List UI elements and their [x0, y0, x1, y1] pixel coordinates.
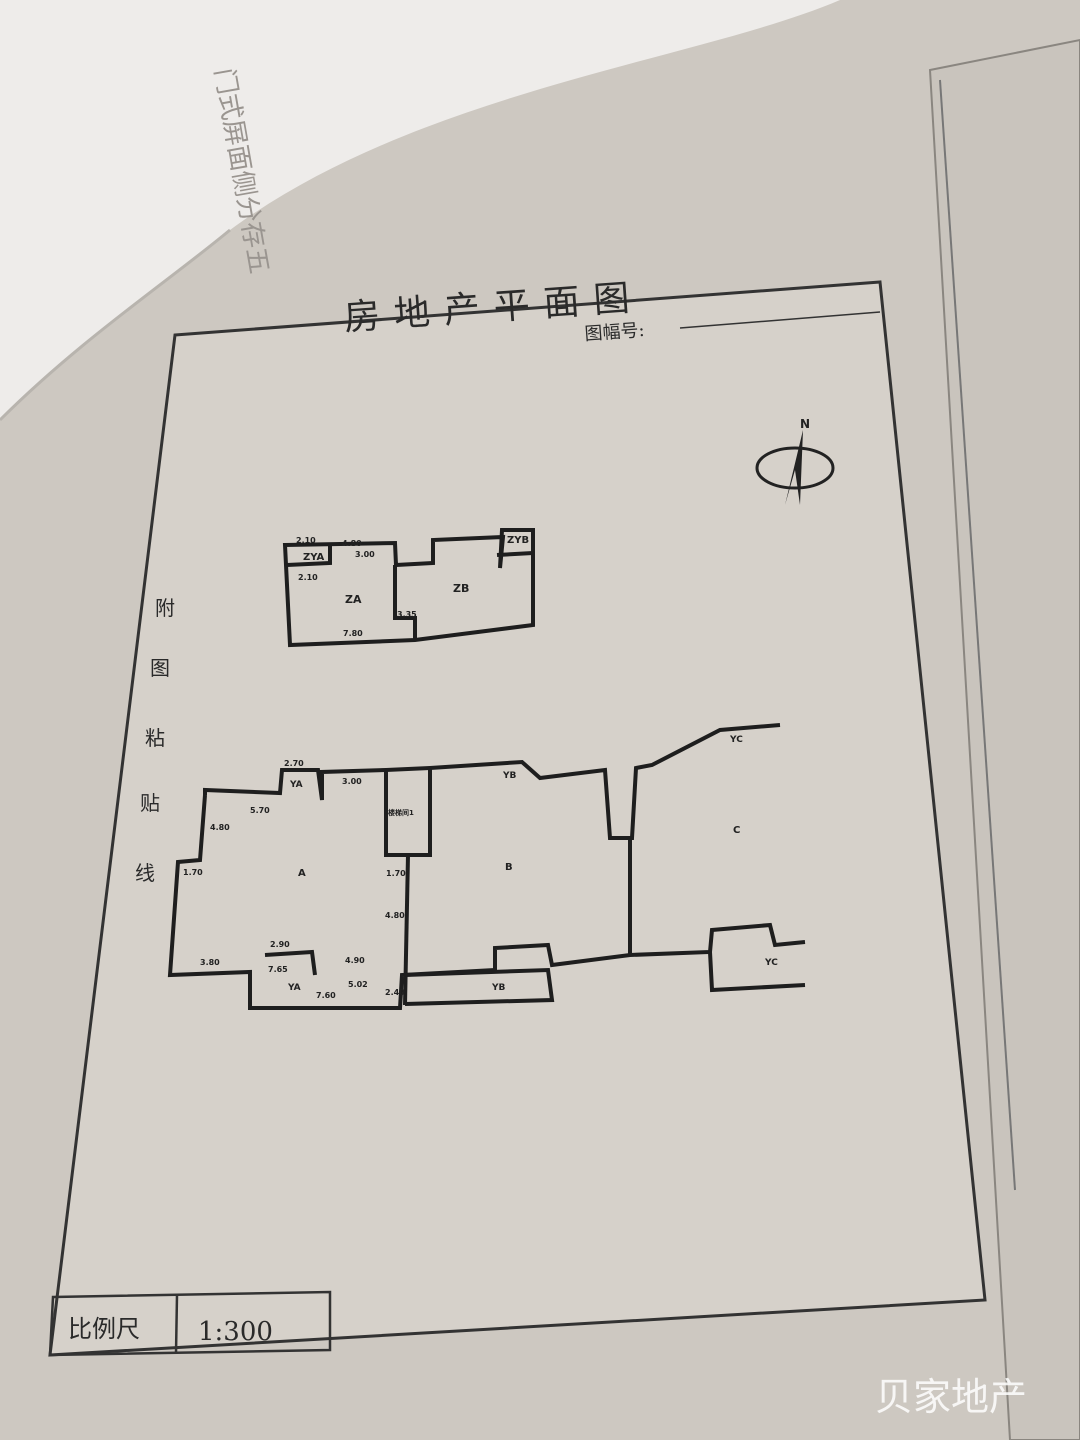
room-label: C	[733, 825, 740, 836]
dimension: 2.70	[284, 759, 304, 768]
room-label: YB	[491, 983, 506, 993]
dimension: 1.70	[183, 868, 203, 877]
room-label: YA	[287, 983, 301, 993]
dimension: 3.00	[342, 777, 362, 786]
svg-text:贴: 贴	[140, 791, 160, 815]
dimension: 2.90	[270, 940, 290, 949]
dimension: 7.80	[343, 629, 363, 638]
sheet-number-line	[679, 311, 881, 329]
room-label: YC	[729, 735, 743, 745]
dimension: 4.90	[345, 956, 365, 965]
room-label: A	[298, 868, 306, 879]
dimension: 3.80	[200, 958, 220, 967]
svg-text:N: N	[800, 417, 810, 431]
dimension: 4.80	[342, 539, 362, 548]
dimension: 3.00	[355, 550, 375, 559]
dimension: 2.10	[296, 536, 316, 545]
north-arrow-icon: N	[755, 417, 835, 505]
paste-line-note: 附 图 粘 贴 线	[135, 596, 175, 885]
scale-value: 1:300	[198, 1317, 273, 1347]
room-label: YC	[764, 958, 778, 968]
room-label: ZA	[345, 593, 362, 606]
room-label: B	[505, 862, 513, 873]
document-frame	[48, 280, 987, 1357]
dimension: 4.80	[385, 911, 405, 920]
dimension: 4.80	[210, 823, 230, 832]
svg-text:图: 图	[150, 656, 170, 680]
scale-box: 比例尺 1:300	[48, 1290, 332, 1357]
curled-page-edge	[0, 228, 231, 422]
room-label: 楼梯间1	[388, 808, 414, 817]
lower-floor-plan: A B C YA YA YB YB YC YC 楼梯间1 2.70 3.00 5…	[167, 723, 806, 1010]
scale-label: 比例尺	[68, 1315, 140, 1343]
room-label: ZYB	[507, 535, 529, 546]
dimension: 7.65	[268, 965, 288, 974]
sheet-number-label: 图幅号:	[584, 320, 645, 345]
dimension: 1.70	[386, 869, 406, 878]
dimension: 7.60	[316, 991, 336, 1000]
dimension: 5.02	[348, 980, 368, 989]
dimension: 5.70	[250, 806, 270, 815]
svg-text:线: 线	[135, 861, 155, 885]
room-label: YB	[502, 771, 517, 781]
room-label: ZYA	[303, 552, 325, 563]
dimension: 2.40	[385, 988, 405, 997]
svg-text:粘: 粘	[145, 726, 165, 750]
room-label: ZB	[453, 582, 469, 595]
svg-text:附: 附	[155, 596, 175, 620]
curled-page	[0, 0, 840, 420]
page-edge	[928, 38, 1080, 1440]
room-label: YA	[289, 780, 303, 790]
watermark: 贝家地产	[875, 1375, 1027, 1419]
upper-floor-plan: ZYA ZYB ZA ZB 2.10 4.80 3.00 2.10 7.80 3…	[282, 528, 535, 648]
dimension: 3.35	[397, 610, 417, 619]
page-border-line	[939, 79, 1016, 1191]
dimension: 2.10	[298, 573, 318, 582]
